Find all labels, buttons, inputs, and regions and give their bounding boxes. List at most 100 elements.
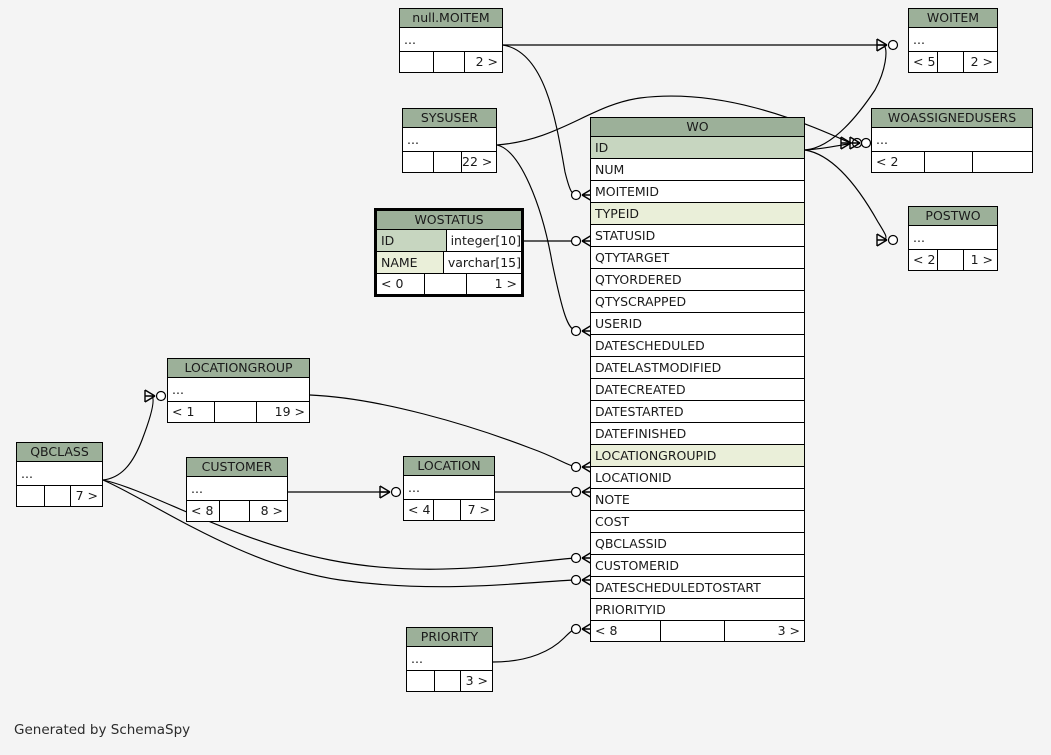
column-row-moitem-...[interactable]: ... <box>400 28 502 52</box>
column-row-wo-userid[interactable]: USERID <box>591 313 804 335</box>
table-footer-right-wo: 3 > <box>777 623 800 638</box>
table-title-woassignedusers: WOASSIGNEDUSERS <box>872 109 1032 128</box>
column-row-wo-qtytarget[interactable]: QTYTARGET <box>591 247 804 269</box>
column-row-wo-cost[interactable]: COST <box>591 511 804 533</box>
table-columns: ... <box>909 28 997 52</box>
column-row-wo-moitemid[interactable]: MOITEMID <box>591 181 804 203</box>
table-node-woitem[interactable]: WOITEM ... < 5 2 > <box>908 8 998 73</box>
column-row-wo-num[interactable]: NUM <box>591 159 804 181</box>
table-footer: 2 > <box>400 52 502 72</box>
table-footer: < 2 1 > <box>909 250 997 270</box>
table-title-location: LOCATION <box>404 457 494 476</box>
column-row-priority-...[interactable]: ... <box>407 647 492 671</box>
column-row-wo-datestarted[interactable]: DATESTARTED <box>591 401 804 423</box>
column-row-wo-locationid[interactable]: LOCATIONID <box>591 467 804 489</box>
table-title-postwo: POSTWO <box>909 207 997 226</box>
table-footer-mid-locationgroup <box>215 402 257 422</box>
column-row-wo-statusid[interactable]: STATUSID <box>591 225 804 247</box>
column-name: ... <box>913 230 925 245</box>
column-name: ... <box>408 480 420 495</box>
table-columns: ... <box>400 28 502 52</box>
column-name: NAME <box>381 255 418 270</box>
column-type: varchar[15] <box>442 252 521 273</box>
table-columns: ... <box>909 226 997 250</box>
column-row-location-...[interactable]: ... <box>404 476 494 500</box>
column-name: QTYSCRAPPED <box>595 294 687 309</box>
column-row-wo-datescheduled[interactable]: DATESCHEDULED <box>591 335 804 357</box>
column-row-wo-datefinished[interactable]: DATEFINISHED <box>591 423 804 445</box>
table-footer: 22 > <box>403 152 496 172</box>
table-node-qbclass[interactable]: QBCLASS ... 7 > <box>16 442 103 507</box>
column-name: DATEFINISHED <box>595 426 687 441</box>
column-row-wo-locationgroupid[interactable]: LOCATIONGROUPID <box>591 445 804 467</box>
table-title-sysuser: SYSUSER <box>403 109 496 128</box>
column-name: DATESCHEDULEDTOSTART <box>595 580 761 595</box>
column-type: integer[10] <box>445 230 521 251</box>
column-row-wostatus-id[interactable]: ID integer[10] <box>377 230 521 252</box>
column-row-wo-priorityid[interactable]: PRIORITYID <box>591 599 804 621</box>
table-footer-mid-moitem <box>434 52 465 72</box>
column-name: ... <box>404 32 416 47</box>
column-name: USERID <box>595 316 642 331</box>
column-name: LOCATIONID <box>595 470 672 485</box>
column-row-wo-datecreated[interactable]: DATECREATED <box>591 379 804 401</box>
column-name: ID <box>381 233 395 248</box>
table-footer-left-wostatus: < 0 <box>377 274 425 294</box>
table-columns: ... <box>403 128 496 152</box>
table-footer: < 2 <box>872 152 1032 172</box>
table-title-woitem: WOITEM <box>909 9 997 28</box>
column-row-wo-qtyordered[interactable]: QTYORDERED <box>591 269 804 291</box>
table-node-postwo[interactable]: POSTWO ... < 2 1 > <box>908 206 998 271</box>
table-footer-mid-woassignedusers <box>925 152 973 172</box>
table-footer-right-sysuser: 22 > <box>462 154 493 169</box>
table-footer-mid-qbclass <box>45 486 71 506</box>
table-footer-mid-wostatus <box>425 274 468 294</box>
column-row-postwo-...[interactable]: ... <box>909 226 997 250</box>
column-row-sysuser-...[interactable]: ... <box>403 128 496 152</box>
table-node-customer[interactable]: CUSTOMER ... < 8 8 > <box>186 457 288 522</box>
column-row-wo-datescheduledtostart[interactable]: DATESCHEDULEDTOSTART <box>591 577 804 599</box>
table-footer: 7 > <box>17 486 102 506</box>
table-node-wostatus[interactable]: WOSTATUS ID integer[10] NAME varchar[15] < … <box>374 208 524 297</box>
table-title-locationgroup: LOCATIONGROUP <box>168 359 309 378</box>
table-footer-left-postwo: < 2 <box>909 250 938 270</box>
table-footer-right-wostatus: 1 > <box>494 276 517 291</box>
column-row-locationgroup-...[interactable]: ... <box>168 378 309 402</box>
table-node-woassignedusers[interactable]: WOASSIGNEDUSERS ... < 2 <box>871 108 1033 173</box>
column-row-wo-typeid[interactable]: TYPEID <box>591 203 804 225</box>
table-footer: 3 > <box>407 671 492 691</box>
table-footer-right-woassignedusers <box>973 152 1032 172</box>
column-row-wo-qbclassid[interactable]: QBCLASSID <box>591 533 804 555</box>
column-row-woitem-...[interactable]: ... <box>909 28 997 52</box>
column-row-qbclass-...[interactable]: ... <box>17 462 102 486</box>
table-node-location[interactable]: LOCATION ... < 4 7 > <box>403 456 495 521</box>
column-name: LOCATIONGROUPID <box>595 448 717 463</box>
table-title-customer: CUSTOMER <box>187 458 287 477</box>
table-node-locationgroup[interactable]: LOCATIONGROUP ... < 1 19 > <box>167 358 310 423</box>
column-name: ... <box>191 481 203 496</box>
table-footer-mid-customer <box>220 501 250 521</box>
column-row-wo-id[interactable]: ID <box>591 137 804 159</box>
table-footer-right-woitem: 2 > <box>970 54 993 69</box>
column-name: DATESTARTED <box>595 404 684 419</box>
column-name: QBCLASSID <box>595 536 667 551</box>
column-row-wo-datelastmodified[interactable]: DATELASTMODIFIED <box>591 357 804 379</box>
table-node-priority[interactable]: PRIORITY ... 3 > <box>406 627 493 692</box>
table-footer: < 8 3 > <box>591 621 804 641</box>
column-name: NOTE <box>595 492 630 507</box>
column-row-wo-customerid[interactable]: CUSTOMERID <box>591 555 804 577</box>
table-node-sysuser[interactable]: SYSUSER ... 22 > <box>402 108 497 173</box>
table-footer: < 0 1 > <box>377 274 521 294</box>
table-node-moitem[interactable]: null.MOITEM ... 2 > <box>399 8 503 73</box>
column-row-wo-note[interactable]: NOTE <box>591 489 804 511</box>
column-name: ... <box>876 132 888 147</box>
column-row-wostatus-name[interactable]: NAME varchar[15] <box>377 252 521 274</box>
table-footer-left-woassignedusers: < 2 <box>872 152 925 172</box>
table-title-wostatus: WOSTATUS <box>377 211 521 230</box>
table-columns: ID integer[10] NAME varchar[15] <box>377 230 521 274</box>
column-row-customer-...[interactable]: ... <box>187 477 287 501</box>
column-row-woassignedusers-...[interactable]: ... <box>872 128 1032 152</box>
column-row-wo-qtyscrapped[interactable]: QTYSCRAPPED <box>591 291 804 313</box>
